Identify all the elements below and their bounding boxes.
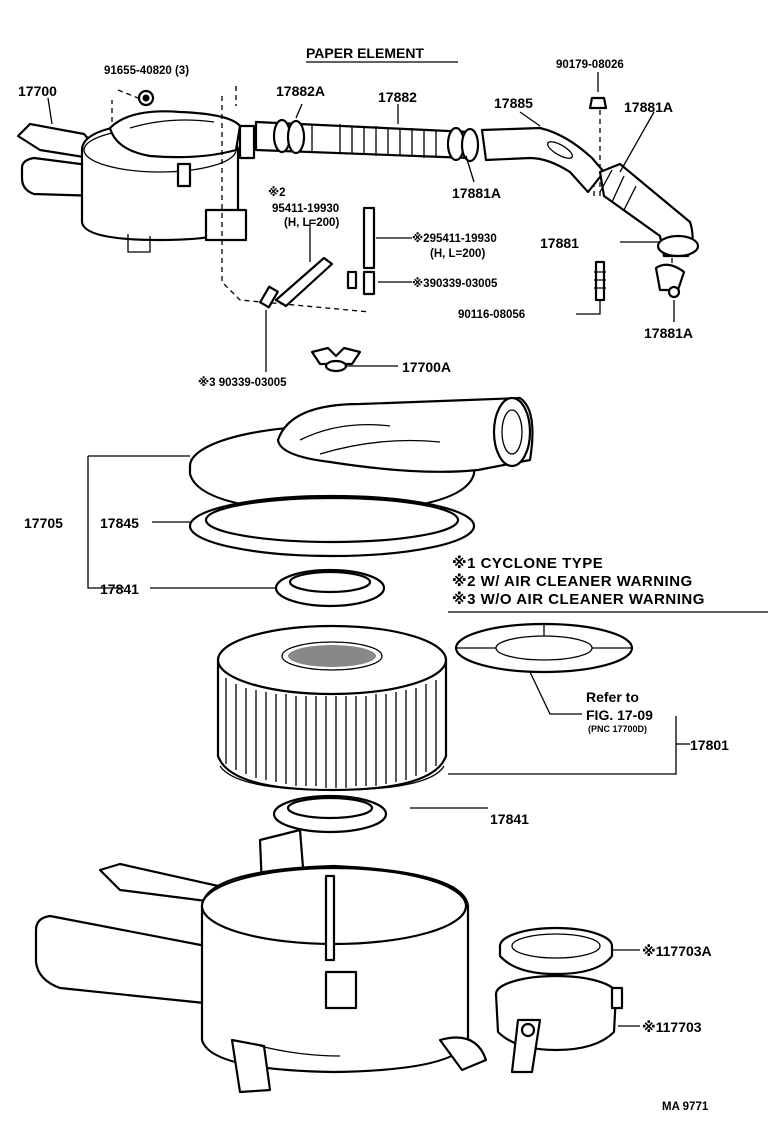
air-hose-17882: [254, 118, 480, 163]
air-pipe-17885: [480, 126, 606, 194]
figure-code: MA 9771: [662, 1101, 709, 1113]
plug-right-label: ※390339-03005: [412, 276, 498, 290]
hose-left-mark: ※2: [268, 185, 286, 199]
seal-17841-bottom: [272, 794, 388, 834]
refer-pnc-text: (PNC 17700D): [588, 724, 647, 734]
label-17881A-top: 17881A: [624, 99, 673, 115]
refer-to-text: Refer to: [586, 689, 639, 705]
label-17882: 17882: [378, 89, 417, 105]
label-17703A: ※117703A: [642, 943, 712, 959]
leader-lines: [47, 72, 768, 1027]
hose-right-spec: (H, L=200): [430, 248, 485, 260]
label-91655: 91655-40820 (3): [104, 65, 189, 77]
wing-nut-17700A: [310, 346, 362, 373]
cleaner-case: [34, 828, 488, 1094]
label-17841-bottom: 17841: [490, 811, 529, 827]
label-17885: 17885: [494, 95, 533, 111]
label-17881A-mid: 17881A: [452, 185, 501, 201]
label-17705: 17705: [24, 515, 63, 531]
hose-left-spec: (H, L=200): [284, 217, 339, 229]
paper-element-17801: [216, 624, 448, 792]
cup-17703: [494, 974, 624, 1074]
hose-right-part-number: ※295411-19930: [412, 231, 497, 245]
gasket-17845: [188, 494, 476, 558]
diagram-title: PAPER ELEMENT: [306, 45, 424, 61]
legend-item-1: ※1 CYCLONE TYPE: [452, 554, 603, 572]
label-17845: 17845: [100, 515, 139, 531]
plug-left-label: ※3 90339-03005: [198, 375, 287, 389]
label-17841-top: 17841: [100, 581, 139, 597]
label-17881A-bot: 17881A: [644, 325, 693, 341]
label-17881: 17881: [540, 235, 579, 251]
warning-hoses: [259, 206, 376, 309]
hose-left-part-number: 95411-19930: [272, 203, 339, 215]
element-disc: [454, 622, 634, 674]
label-90116: 90116-08056: [458, 309, 525, 321]
air-hose-17881: [598, 162, 700, 258]
legend-item-3: ※3 W/O AIR CLEANER WARNING: [452, 590, 705, 608]
cleaner-cover-17705: [188, 396, 534, 514]
label-90179: 90179-08026: [556, 59, 624, 71]
label-17700: 17700: [18, 83, 57, 99]
air-cleaner-assembly-top: [16, 110, 256, 253]
bolt-91655: [117, 89, 155, 107]
legend-item-2: ※2 W/ AIR CLEANER WARNING: [452, 572, 693, 590]
label-17703: ※117703: [642, 1019, 702, 1035]
seal-17841-top: [274, 568, 386, 608]
ring-17703A: [498, 926, 614, 976]
label-17882A: 17882A: [276, 83, 325, 99]
small-hardware: [588, 96, 686, 302]
label-17801: 17801: [690, 737, 729, 753]
refer-fig-text: FIG. 17-09: [586, 707, 653, 723]
label-17700A: 17700A: [402, 359, 451, 375]
